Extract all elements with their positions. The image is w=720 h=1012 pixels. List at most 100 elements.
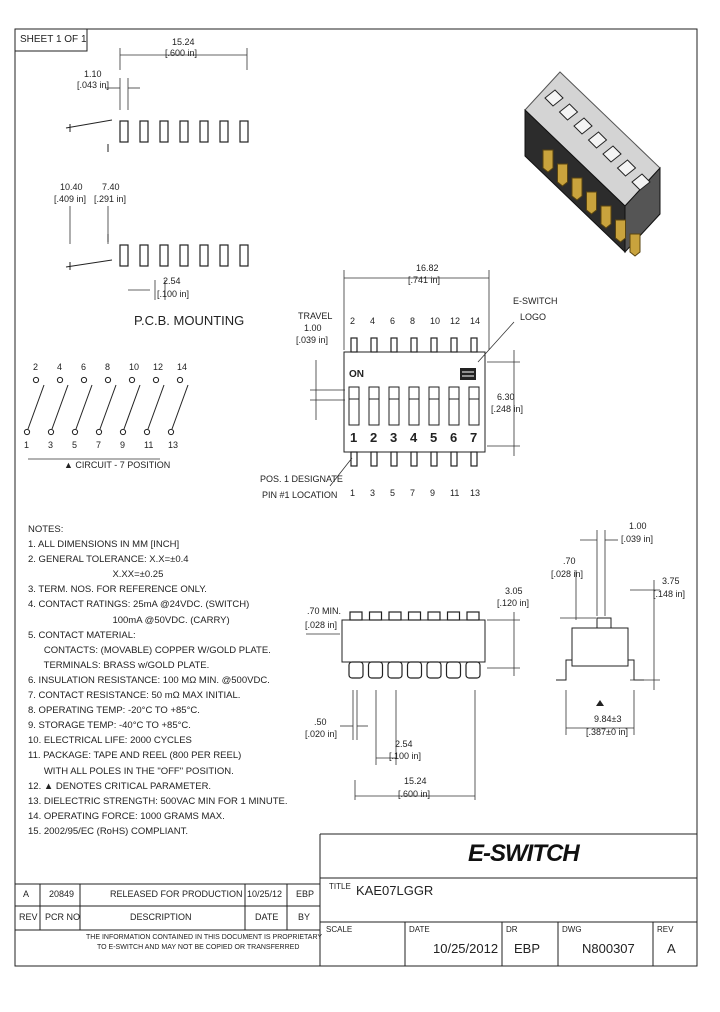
iso-pin <box>629 233 641 257</box>
side-actuator <box>466 611 480 621</box>
note-item: 11. PACKAGE: TAPE AND REEL (800 PER REEL… <box>28 750 242 762</box>
circuit-contact-top <box>80 376 88 384</box>
circuit-pin-top: 10 <box>129 362 140 372</box>
dim-b-mm: 7.40 <box>102 182 120 192</box>
dim-pad-in: [.043 in] <box>77 80 110 90</box>
sw-pin-label-top: 2 <box>350 316 356 326</box>
end-d1-mm: 1.00 <box>629 521 647 531</box>
note-item: CONTACTS: (MOVABLE) COPPER W/GOLD PLATE. <box>28 644 271 656</box>
circuit-contact-top <box>56 376 64 384</box>
pcb-pad-bottom <box>199 244 209 267</box>
pcb-pad-top <box>219 120 229 143</box>
pcb-pad-top <box>239 120 249 143</box>
side-pin <box>387 661 403 679</box>
sw-pin-bottom <box>390 451 398 467</box>
note-item: 1. ALL DIMENSIONS IN MM [INCH] <box>28 539 180 551</box>
sw-actuator <box>368 386 380 400</box>
side-pitch-in: [.100 in] <box>389 751 422 761</box>
rev-head-date: DATE <box>255 912 279 922</box>
sw-height-mm: 6.30 <box>497 392 515 402</box>
sw-pin-label-bottom: 9 <box>430 488 436 498</box>
sw-pin-top <box>370 337 378 353</box>
iso-actuator <box>602 145 622 163</box>
circuit-contact-bottom <box>23 428 31 436</box>
disclaimer-2: TO E-SWITCH AND MAY NOT BE COPIED OR TRA… <box>97 944 300 951</box>
dr-value: EBP <box>514 941 541 956</box>
side-actuator <box>349 611 363 621</box>
rev-label: REV <box>657 925 674 934</box>
dim-pad-mm: 1.10 <box>84 69 102 79</box>
circuit-diagram <box>23 376 189 436</box>
sheet-number: SHEET 1 OF 1 <box>20 34 87 45</box>
note-item: 3. TERM. NOS. FOR REFERENCE ONLY. <box>28 584 207 596</box>
circuit-pin-top: 8 <box>105 362 111 372</box>
iso-actuator <box>544 89 564 107</box>
end-d2-in: [.028 in] <box>551 569 584 579</box>
sw-pin-top <box>390 337 398 353</box>
end-d4-mm: 9.84±3 <box>594 714 622 724</box>
sw-actuator <box>348 386 360 400</box>
date-value: 10/25/2012 <box>433 941 499 956</box>
pcb-pad-bottom <box>239 244 249 267</box>
sw-pin-label-bottom: 13 <box>470 488 481 498</box>
dwg-value: N800307 <box>582 941 635 956</box>
rev-row-desc: RELEASED FOR PRODUCTION <box>110 889 243 899</box>
sw-pin-label-top: 10 <box>430 316 441 326</box>
circuit-switch-arm <box>99 384 117 430</box>
circuit-contact-bottom <box>167 428 175 436</box>
side-pin <box>367 661 384 679</box>
dim-a-mm: 10.40 <box>60 182 83 192</box>
switch-end-view <box>556 530 660 735</box>
sw-pin-label-bottom: 5 <box>390 488 396 498</box>
pos-note-2: PIN #1 LOCATION <box>262 490 338 500</box>
dim-pitch-mm: 2.54 <box>163 276 181 286</box>
circuit-contact-top <box>128 376 136 384</box>
switch-top-view <box>310 270 520 487</box>
sw-actuator <box>448 386 460 400</box>
pcb-pad-top <box>179 120 189 143</box>
side-pitch-mm: 2.54 <box>395 739 413 749</box>
side-height-mm: 3.05 <box>505 586 523 596</box>
sw-position-number: 6 <box>450 430 458 445</box>
rev-row-rev: A <box>23 889 30 899</box>
pcb-pad-bottom <box>139 244 149 267</box>
logo-label-2: LOGO <box>520 312 547 322</box>
circuit-pin-top: 6 <box>81 362 87 372</box>
note-item: 4. CONTACT RATINGS: 25mA @24VDC. (SWITCH… <box>28 599 250 611</box>
note-item: 12. ▲ DENOTES CRITICAL PARAMETER. <box>28 780 212 792</box>
sw-pin-bottom <box>350 451 358 467</box>
circuit-pin-top: 4 <box>57 362 63 372</box>
side-height-in: [.120 in] <box>497 598 530 608</box>
rev-head-desc: DESCRIPTION <box>130 912 192 922</box>
side-actuator <box>407 611 422 621</box>
circuit-pin-top: 12 <box>153 362 164 372</box>
sw-width-mm: 16.82 <box>416 263 439 273</box>
iso-pin <box>586 191 597 215</box>
side-min-in: [.028 in] <box>305 620 338 630</box>
sw-pin-label-bottom: 7 <box>410 488 416 498</box>
sw-pin-bottom <box>450 451 458 467</box>
note-item: 2. GENERAL TOLERANCE: X.X=±0.4 <box>28 554 189 566</box>
circuit-contact-top <box>152 376 160 384</box>
sw-pin-top <box>470 337 478 353</box>
note-item: WITH ALL POLES IN THE "OFF" POSITION. <box>28 765 234 777</box>
sw-pin-bottom <box>470 451 478 467</box>
circuit-switch-arm <box>147 384 165 430</box>
end-d3-mm: 3.75 <box>662 576 680 586</box>
sw-pin-label-top: 4 <box>370 316 376 326</box>
side-actuator <box>388 611 402 621</box>
switch-3d-render <box>524 71 661 257</box>
note-item: 9. STORAGE TEMP: -40°C TO +85°C. <box>28 720 191 732</box>
sw-pin-label-bottom: 1 <box>350 488 356 498</box>
circuit-caption: ▲ CIRCUIT - 7 POSITION <box>64 460 171 470</box>
circuit-pin-bottom: 13 <box>168 440 179 450</box>
travel-label: TRAVEL <box>298 311 333 321</box>
iso-actuator <box>587 131 608 149</box>
circuit-contact-bottom <box>71 428 79 436</box>
circuit-contact-top <box>104 376 112 384</box>
circuit-pin-bottom: 11 <box>144 440 154 450</box>
iso-actuator <box>573 117 593 135</box>
sw-pin-label-bottom: 3 <box>370 488 376 498</box>
travel-mm: 1.00 <box>304 323 322 333</box>
